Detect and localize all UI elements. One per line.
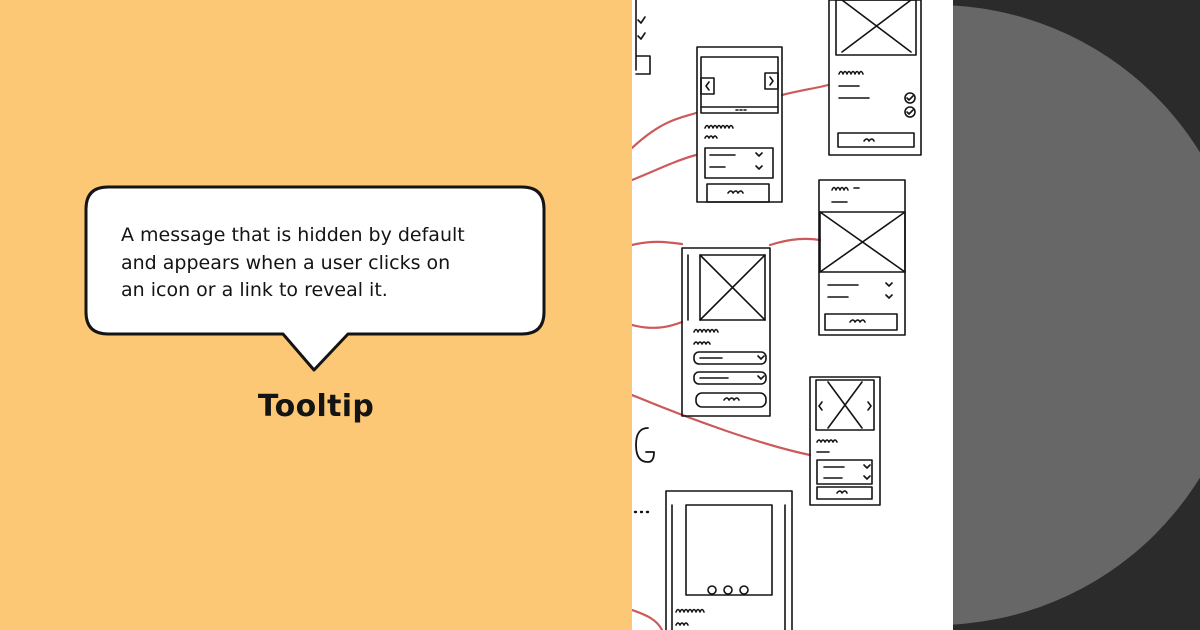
wireframe-screen: [681, 247, 771, 417]
left-panel: A message that is hidden by default and …: [0, 0, 632, 630]
wireframe-screen: [665, 490, 793, 630]
wireframe-screen: [635, 0, 651, 75]
decorative-dark-panel: [953, 0, 1200, 630]
image-placeholder-icon: [819, 211, 906, 273]
check-icon: [906, 95, 914, 101]
chevron-right-icon: [867, 401, 872, 411]
wireframe-screen: [696, 46, 783, 203]
tooltip-message-line: an icon or a link to reveal it.: [121, 279, 388, 301]
wireframe-sketch-panel: [632, 0, 953, 630]
wireframe-screen: [809, 376, 881, 506]
tooltip-message-line: and appears when a user clicks on: [121, 251, 451, 274]
wireframe-screen: [818, 179, 906, 336]
image-placeholder-icon: [827, 381, 863, 429]
term-title: Tooltip: [257, 389, 375, 424]
tooltip-message: A message that is hidden by default and …: [121, 222, 521, 305]
decorative-circle: [953, 5, 1200, 625]
carousel-dots-icon: [707, 585, 717, 595]
tooltip-message-line: A message that is hidden by default: [121, 224, 465, 246]
chevron-left-icon: [818, 401, 823, 411]
image-placeholder-icon: [699, 254, 766, 321]
chevron-left-icon: [705, 81, 710, 91]
wireframe-screen: [828, 0, 922, 156]
tooltip-bubble: [84, 185, 546, 372]
wireframe-sketches: [632, 0, 922, 630]
chevron-right-icon: [769, 76, 774, 86]
